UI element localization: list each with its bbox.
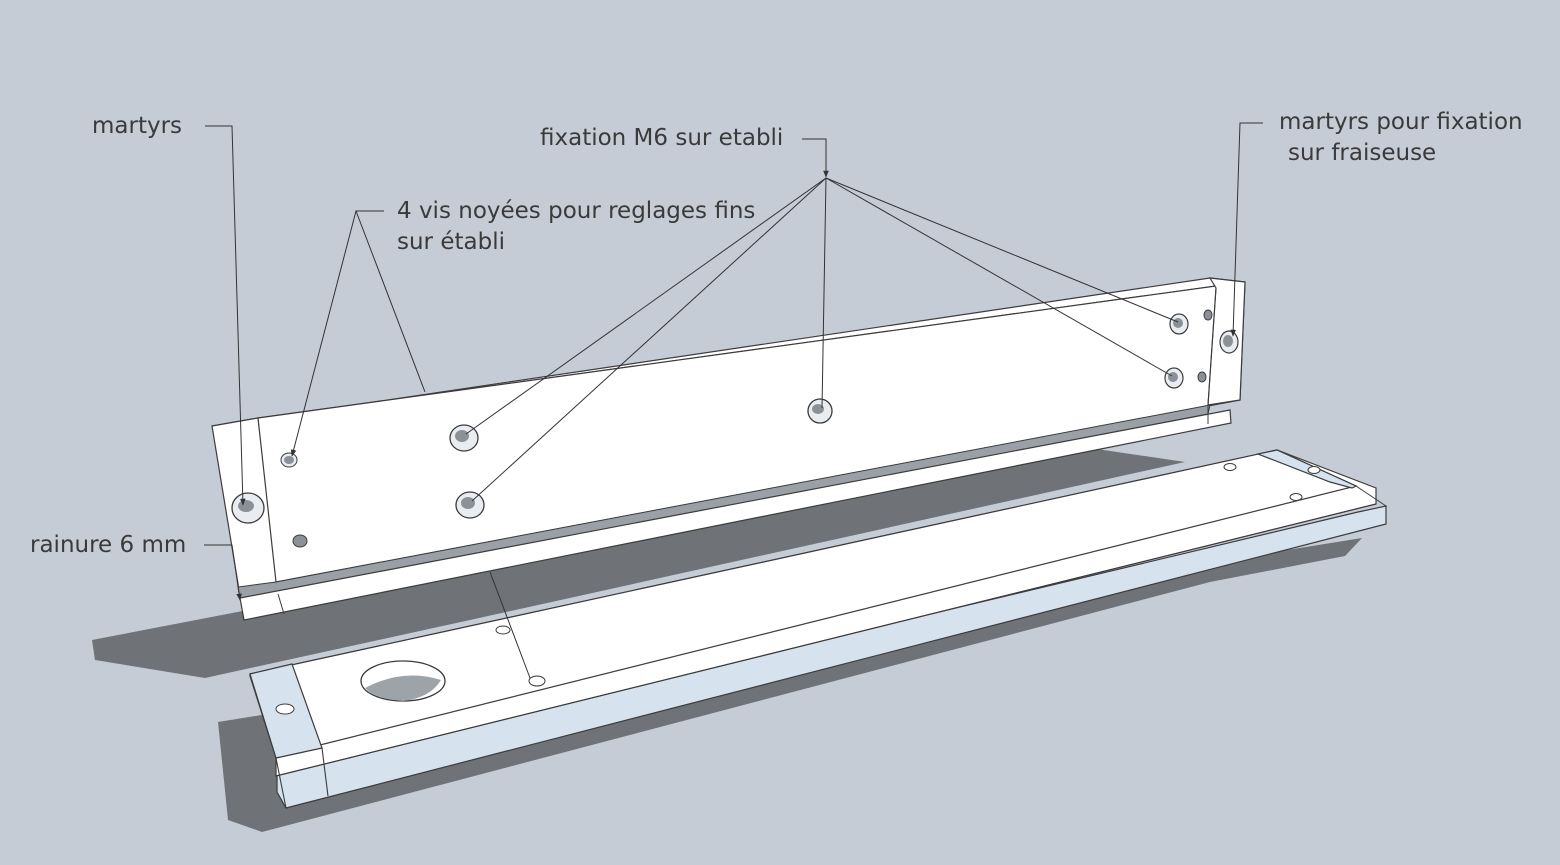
label-martyrs: martyrs (92, 113, 183, 139)
lower-plate-bottom-layer (276, 505, 1387, 809)
label-vis-noyees: 4 vis noyées pour reglages fins sur étab… (397, 196, 755, 258)
label-martyrs-fraiseuse-line1: martyrs pour fixation (1279, 109, 1523, 135)
plate-hole (1307, 466, 1321, 474)
upper-bar (211, 277, 1246, 621)
plate-hole (275, 703, 295, 715)
plate-hole (528, 675, 546, 687)
leader-rainure (204, 544, 242, 601)
plate-hole (1289, 493, 1303, 501)
countersunk-screw-hole (1197, 371, 1207, 383)
leader-fixation-m6 (802, 138, 829, 178)
label-martyrs-fraiseuse-line2: sur fraiseuse (1288, 140, 1437, 166)
plate-hole (1223, 463, 1237, 471)
countersunk-screw-hole (292, 534, 308, 548)
upper-bar-shadow (92, 448, 1185, 678)
leader-martyrs (205, 125, 246, 506)
leader-martyrs-fraiseuse (1230, 122, 1263, 337)
lower-plate-right-martyr (1255, 449, 1358, 489)
label-rainure: rainure 6 mm (30, 532, 187, 558)
label-martyrs-fraiseuse: martyrs pour fixation sur fraiseuse (1279, 107, 1523, 169)
label-vis-noyees-line1: 4 vis noyées pour reglages fins (397, 198, 756, 224)
lower-plate-shadow (218, 538, 1362, 832)
label-fixation-m6: fixation M6 sur etabli (540, 125, 784, 151)
leader-lines (204, 122, 1263, 679)
lower-plate (249, 449, 1387, 809)
plate-hole (495, 625, 511, 635)
countersunk-screw-hole (1203, 309, 1213, 321)
label-vis-noyees-line2: sur établi (397, 229, 505, 255)
leader-axis-line (489, 571, 531, 679)
upper-bar-lower-lip (239, 409, 1232, 621)
